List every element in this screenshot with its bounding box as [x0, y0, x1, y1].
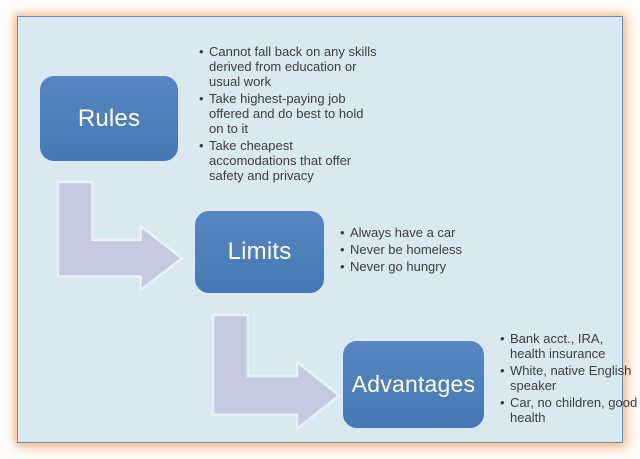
- list-item: • White, native English speaker: [500, 363, 640, 393]
- bullet-icon: •: [340, 259, 345, 274]
- node-rules-label: Rules: [77, 104, 141, 132]
- node-limits-label: Limits: [227, 238, 292, 265]
- node-advantages-label: Advantages: [351, 371, 476, 397]
- bullet-text: Take highest-paying job offered and do b…: [209, 91, 364, 136]
- list-item: • Never go hungry: [340, 259, 525, 274]
- node-limits: Limits: [193, 209, 326, 295]
- list-item: • Take highest-paying job offered and do…: [199, 91, 394, 136]
- node-advantages: Advantages: [341, 339, 486, 430]
- elbow-arrow-rules-to-limits-icon: [56, 180, 184, 292]
- bullet-text: Always have a car: [350, 225, 456, 240]
- bullet-list-limits: • Always have a car • Never be homeless …: [340, 225, 525, 276]
- list-item: • Bank acct., IRA, health insurance: [500, 331, 640, 361]
- bullet-text: Cannot fall back on any skills derived f…: [209, 44, 377, 89]
- bullet-list-advantages: • Bank acct., IRA, health insurance • Wh…: [500, 331, 640, 427]
- bullet-text: Never be homeless: [350, 242, 462, 257]
- bullet-text: Car, no children, good health: [510, 395, 638, 425]
- bullet-text: Take cheapest accomodations that offer s…: [209, 138, 352, 183]
- bullet-icon: •: [500, 363, 505, 378]
- bullet-text: Never go hungry: [350, 259, 447, 274]
- bullet-icon: •: [199, 91, 204, 106]
- list-item: • Cannot fall back on any skills derived…: [199, 44, 394, 89]
- list-item: • Always have a car: [340, 225, 525, 240]
- bullet-icon: •: [500, 331, 505, 346]
- node-rules: Rules: [38, 74, 180, 163]
- bullet-icon: •: [500, 395, 505, 410]
- bullet-icon: •: [199, 44, 204, 59]
- bullet-text: White, native English speaker: [510, 363, 632, 393]
- diagram-canvas: Rules • Cannot fall back on any skills d…: [17, 16, 637, 443]
- list-item: • Never be homeless: [340, 242, 525, 257]
- bullet-icon: •: [340, 225, 345, 240]
- list-item: • Take cheapest accomodations that offer…: [199, 138, 394, 183]
- bullet-icon: •: [199, 138, 204, 153]
- bullet-text: Bank acct., IRA, health insurance: [510, 331, 606, 361]
- list-item: • Car, no children, good health: [500, 395, 640, 425]
- bullet-icon: •: [340, 242, 345, 257]
- elbow-arrow-limits-to-advantages-icon: [211, 313, 341, 431]
- bullet-list-rules: • Cannot fall back on any skills derived…: [199, 44, 394, 185]
